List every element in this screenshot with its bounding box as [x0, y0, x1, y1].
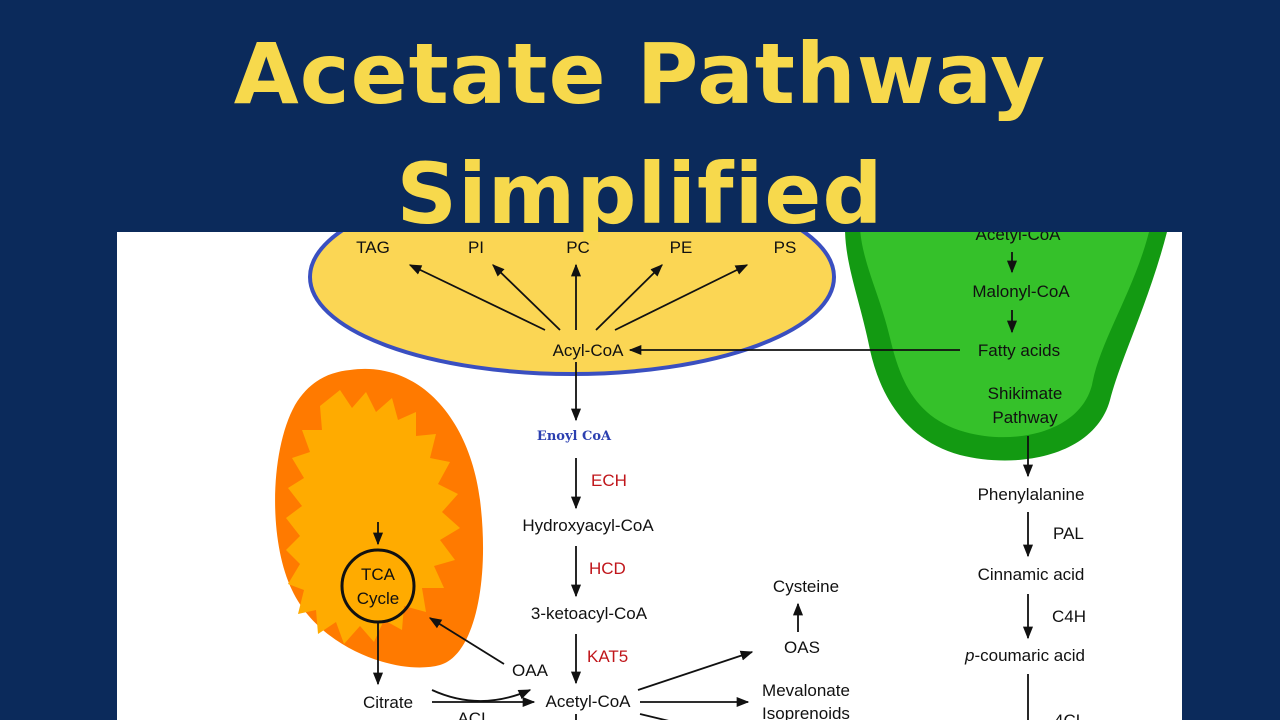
- arrow-acetyl-to-oas: [637, 650, 754, 691]
- label-acyl-coa: Acyl-CoA: [553, 341, 625, 360]
- arrow-acyl-to-pe: [595, 264, 663, 331]
- label-cysteine: Cysteine: [773, 577, 839, 596]
- label-oas: OAS: [784, 638, 820, 657]
- label-isoprenoids: Isoprenoids: [762, 704, 850, 720]
- label-cinnamic-acid: Cinnamic acid: [978, 565, 1085, 584]
- label-phenylalanine: Phenylalanine: [978, 485, 1085, 504]
- label-pal: PAL: [1053, 524, 1084, 543]
- label-pi: PI: [468, 238, 484, 257]
- arrow-acyl-to-ps: [614, 264, 749, 331]
- lipid-body-ellipse: [308, 232, 836, 376]
- label-hydroxyacyl-coa: Hydroxyacyl-CoA: [522, 516, 654, 535]
- label-kat5: KAT5: [587, 647, 628, 666]
- label-acl: ACL: [457, 709, 490, 720]
- label-cycle: Cycle: [357, 589, 400, 608]
- label-hcd: HCD: [589, 559, 626, 578]
- pathway-diagram: TAG PI PC PE PS Acyl-CoA Enoyl CoA ECH H…: [275, 232, 1167, 720]
- label-tca: TCA: [361, 565, 396, 584]
- label-pc: PC: [566, 238, 590, 257]
- label-p-coumaric-acid: p-coumaric acid: [964, 646, 1085, 665]
- label-3-ketoacyl-coa: 3-ketoacyl-CoA: [531, 604, 648, 623]
- arrow-acyl-to-tag: [408, 264, 546, 331]
- label-c4h: C4H: [1052, 607, 1086, 626]
- arrow-citrate-acl-curve: [431, 689, 532, 702]
- label-ps: PS: [774, 238, 797, 257]
- label-pe: PE: [670, 238, 693, 257]
- label-citrate: Citrate: [363, 693, 413, 712]
- diagram-panel: TAG PI PC PE PS Acyl-CoA Enoyl CoA ECH H…: [117, 232, 1182, 720]
- label-enoyl-coa: Enoyl CoA: [537, 429, 612, 444]
- label-tag: TAG: [356, 238, 390, 257]
- label-fatty-acids: Fatty acids: [978, 341, 1060, 360]
- label-mevalonate: Mevalonate: [762, 681, 850, 700]
- label-4cl: 4CL: [1054, 711, 1085, 720]
- label-coumaric-rest: -coumaric acid: [974, 646, 1085, 665]
- plastid-inner-shape: [860, 232, 1149, 438]
- label-shikimate: Shikimate: [988, 384, 1063, 403]
- label-oaa: OAA: [512, 661, 549, 680]
- label-p-italic: p: [964, 646, 974, 665]
- title-line-1: Acetate Pathway: [233, 25, 1047, 123]
- mitochondrion-inner-shape: [286, 390, 460, 644]
- label-plastid-acetyl-coa: Acetyl-CoA: [975, 232, 1061, 244]
- label-pathway: Pathway: [992, 408, 1058, 427]
- label-ech: ECH: [591, 471, 627, 490]
- arrow-acetyl-to-lower: [639, 713, 669, 720]
- label-malonyl-coa: Malonyl-CoA: [972, 282, 1070, 301]
- arrow-oaa-to-tca: [428, 617, 505, 665]
- arrow-acyl-to-pi: [492, 264, 561, 331]
- label-acetyl-coa: Acetyl-CoA: [545, 692, 631, 711]
- title-line-2: Simplified: [396, 145, 884, 243]
